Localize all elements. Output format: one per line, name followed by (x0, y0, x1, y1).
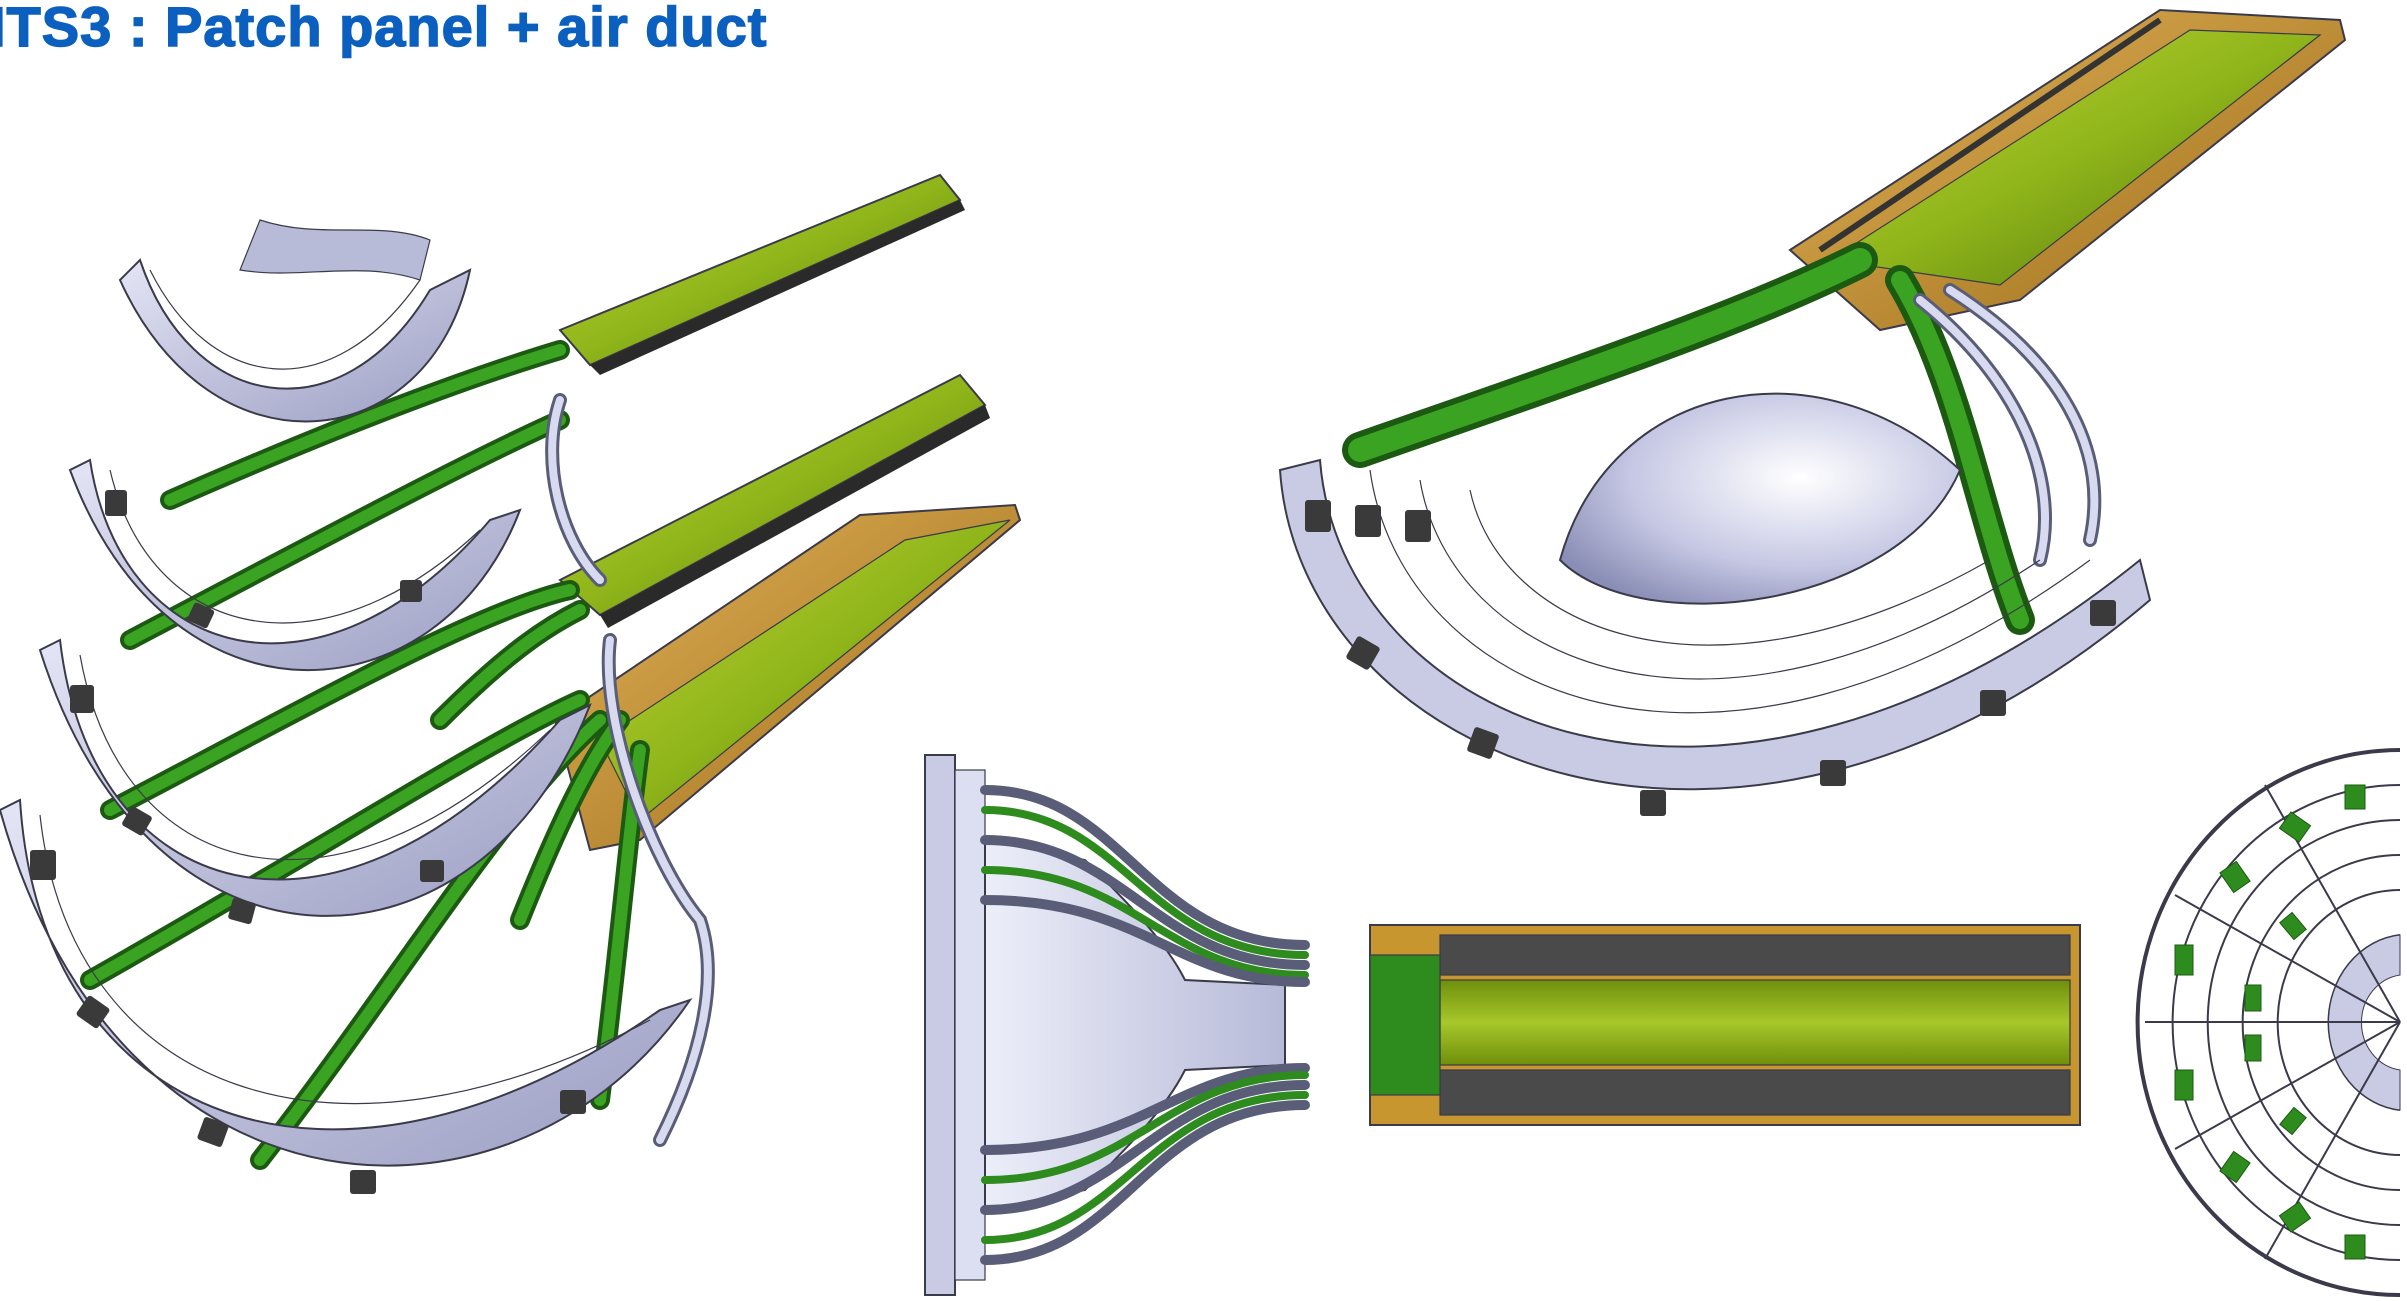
side-cables (980, 785, 1310, 1265)
end-view-spokes (2145, 784, 2401, 1260)
slide-title: ITS3 : Patch panel + air duct (0, 0, 768, 59)
nested-ring-stack (1278, 458, 2152, 816)
duct-side (1369, 924, 2081, 1126)
air-duct-top (558, 173, 965, 375)
air-duct-assembled (1788, 8, 2347, 332)
assembled-isometric-view (1278, 8, 2347, 816)
patch-panel-ring-2 (68, 458, 522, 671)
end-view-modules (2174, 784, 2366, 1260)
patch-panel-ring-4 (0, 798, 693, 1194)
patch-panel-ring-1 (118, 219, 472, 423)
cooling-pipes (545, 393, 715, 1147)
patch-panel-flange (924, 754, 986, 1296)
end-view-half-ring (2135, 748, 2401, 1297)
cable-fan-assembled (1342, 242, 2102, 635)
side-elevation-view (924, 754, 2081, 1296)
exploded-isometric-view (0, 173, 1022, 1194)
bowl-funnel (1558, 392, 1962, 605)
air-duct-bottom (553, 503, 1022, 852)
patch-panel-ring-3 (38, 638, 592, 925)
